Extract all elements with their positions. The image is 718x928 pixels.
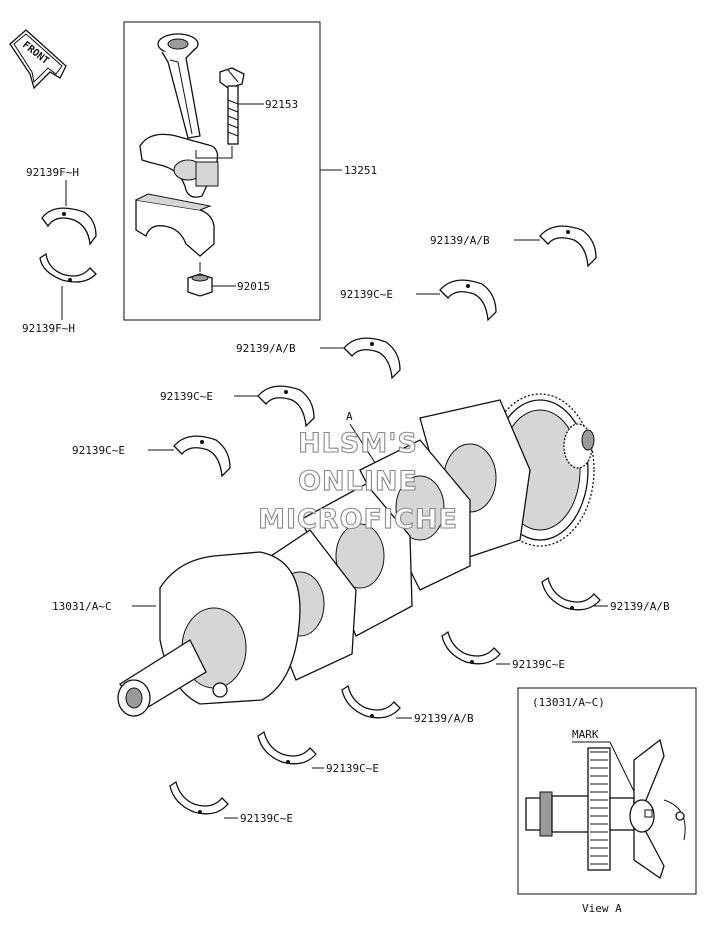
label-main-9: 92139C~E — [326, 762, 379, 775]
label-main-4: 92139C~E — [160, 390, 213, 403]
main-bearing-2-icon — [439, 279, 497, 322]
label-rod-bearing-lower: 92139F~H — [22, 322, 75, 335]
label-92153: 92153 — [265, 98, 298, 111]
label-main-5: 92139C~E — [72, 444, 125, 457]
inset-title: (13031/A~C) — [532, 696, 605, 709]
label-main-2: 92139C~E — [340, 288, 393, 301]
rod-bearing-lower-icon — [39, 252, 97, 283]
label-main-3: 92139/A/B — [236, 342, 296, 355]
main-bearing-5-icon — [173, 435, 231, 478]
rod-cap — [135, 193, 215, 257]
main-bearing-6-icon — [541, 576, 601, 611]
label-rod-bearing-upper: 92139F~H — [26, 166, 79, 179]
main-bearing-7-icon — [441, 630, 501, 665]
label-main-6: 92139/A/B — [610, 600, 670, 613]
main-bearing-10-icon — [169, 780, 229, 815]
label-main-10: 92139C~E — [240, 812, 293, 825]
label-main-8: 92139/A/B — [414, 712, 474, 725]
main-bearing-8-icon — [341, 684, 401, 719]
conrod-bolt-icon — [195, 67, 264, 159]
label-13251: 13251 — [344, 164, 377, 177]
main-bearing-1-icon — [539, 225, 597, 268]
conrod-nut-icon — [187, 262, 236, 297]
label-92015: 92015 — [237, 280, 270, 293]
main-bearing-9-icon — [257, 730, 317, 765]
main-bearing-3-icon — [343, 337, 401, 380]
connecting-rod — [139, 33, 219, 198]
rod-bearing-upper-icon — [41, 207, 97, 246]
view-a-caption: View A — [582, 902, 622, 915]
watermark-line-2: ONLINE — [298, 466, 418, 497]
mark-label: MARK — [572, 728, 599, 741]
view-ref-label: A — [346, 410, 353, 423]
main-bearing-4-icon — [257, 385, 315, 428]
crankshaft — [117, 393, 595, 717]
watermark-line-1: HLSM'S — [298, 428, 418, 459]
label-main-1: 92139/A/B — [430, 234, 490, 247]
conrod-assembly-box — [123, 21, 321, 321]
label-crankshaft: 13031/A~C — [52, 600, 112, 613]
watermark: HLSM'S ONLINE MICROFICHE — [258, 427, 458, 535]
view-a-inset: (13031/A~C) MARK View A — [517, 687, 697, 915]
front-direction-icon: FRONT — [9, 29, 67, 90]
label-main-7: 92139C~E — [512, 658, 565, 671]
watermark-line-3: MICROFICHE — [258, 504, 458, 535]
